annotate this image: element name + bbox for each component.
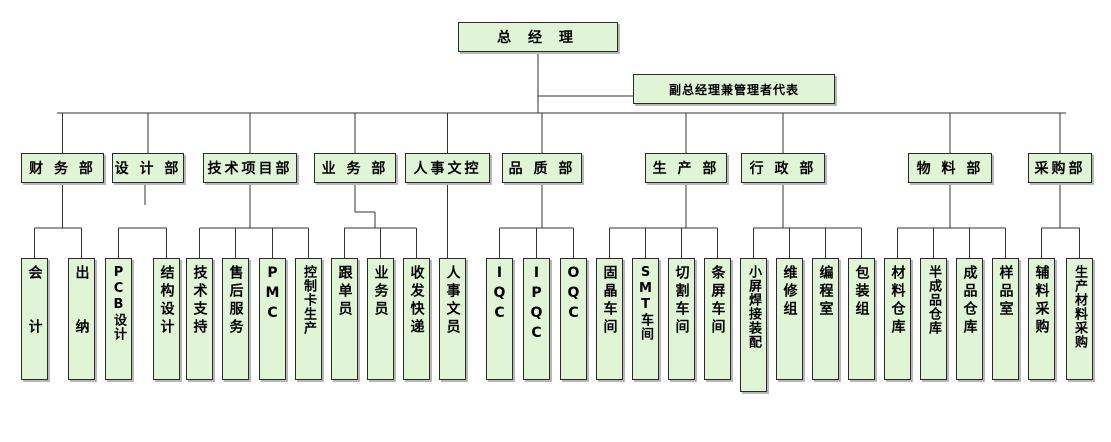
department-box: 技术项目部 <box>203 153 297 183</box>
department-box: 物 料 部 <box>908 153 992 183</box>
sub-unit-box: 人事文员 <box>439 258 466 380</box>
general-manager-box: 总 经 理 <box>458 22 618 52</box>
sub-unit-box: 半成品仓库 <box>920 258 947 380</box>
sub-unit-box: 条屏车间 <box>704 258 731 380</box>
sub-unit-box: IPQC <box>523 258 550 380</box>
sub-unit-box: 出 纳 <box>68 258 95 380</box>
department-box: 人事文控 <box>405 153 490 183</box>
sub-unit-box: 包装组 <box>848 258 875 380</box>
sub-unit-box: 辅料采购 <box>1028 258 1055 380</box>
sub-unit-box: 成品仓库 <box>956 258 983 380</box>
sub-unit-box: 会 计 <box>21 258 48 380</box>
sub-unit-box: SMT车间 <box>632 258 659 380</box>
sub-unit-box: 生产材料采购 <box>1066 258 1093 380</box>
department-box: 财 务 部 <box>21 153 104 183</box>
sub-unit-box: 样品室 <box>992 258 1019 380</box>
sub-unit-box: PCB设计 <box>105 258 132 380</box>
sub-unit-box: PMC <box>259 258 286 380</box>
department-box: 设 计 部 <box>112 153 184 183</box>
sub-unit-box: OQC <box>560 258 587 380</box>
sub-unit-box: 收发快递 <box>403 258 430 380</box>
sub-unit-box: 技术支持 <box>186 258 213 380</box>
sub-unit-box: 维修组 <box>776 258 803 380</box>
sub-unit-box: 编程室 <box>812 258 839 380</box>
sub-unit-box: 售后服务 <box>222 258 249 380</box>
sub-unit-box: 固晶车间 <box>596 258 623 380</box>
department-box: 生 产 部 <box>645 153 727 183</box>
sub-unit-box: 材料仓库 <box>884 258 911 380</box>
sub-unit-box: 业务员 <box>367 258 394 380</box>
sub-unit-box: IQC <box>486 258 513 380</box>
department-box: 行 政 部 <box>741 153 825 183</box>
sub-unit-box: 跟单员 <box>331 258 358 380</box>
department-box: 业 务 部 <box>314 153 396 183</box>
deputy-manager-box: 副总经理兼管理者代表 <box>633 74 835 104</box>
department-box: 品 质 部 <box>502 153 582 183</box>
sub-unit-box: 小屏焊接装配 <box>740 258 767 392</box>
sub-unit-box: 控制卡生产 <box>295 258 322 380</box>
sub-unit-box: 结构设计 <box>153 258 180 380</box>
sub-unit-box: 切割车间 <box>668 258 695 380</box>
department-box: 采购部 <box>1028 153 1092 183</box>
